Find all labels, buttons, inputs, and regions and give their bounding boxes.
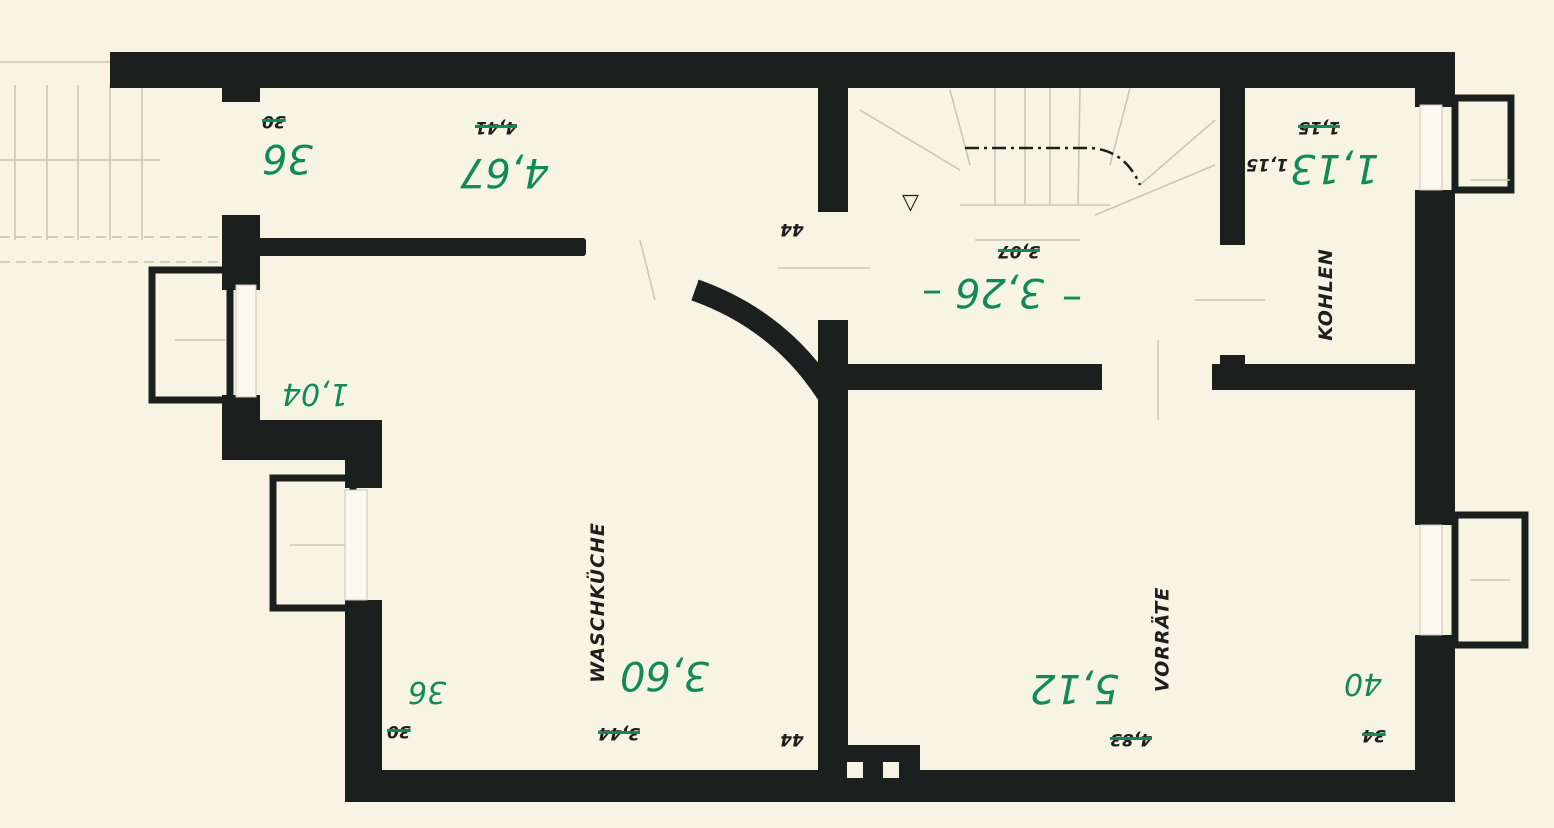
area-flur-new: 3,26 [955, 269, 1045, 315]
flur-dash-left: – [922, 267, 942, 313]
measure-top-mid-new: 4,67 [460, 149, 550, 195]
stair-arrow-icon: ▽ [902, 190, 919, 215]
measure-top-left-new: 36 [262, 135, 313, 181]
guide-lines [175, 179, 1510, 581]
room-label-kohlen: KOHLEN [1314, 248, 1337, 341]
flur-dash-right: – [1062, 273, 1082, 319]
area-kohlen-old: 1,15 [1298, 117, 1340, 137]
area-kohlen-new: 1,13 [1290, 145, 1380, 191]
measure-door-upper: 44 [780, 219, 804, 239]
walls [110, 52, 1455, 802]
area-flur-old: 3,07 [998, 241, 1040, 261]
measure-top-left-old: 30 [262, 111, 286, 131]
exterior-steps [0, 61, 230, 263]
measure-door-lower: 44 [780, 729, 804, 749]
measure-bottom-left-old: 30 [387, 721, 411, 741]
stair [859, 87, 1216, 241]
area-waschkueche-old: 3,44 [598, 723, 640, 743]
area-vorraete-old: 4,83 [1110, 729, 1152, 749]
kohlen-note: 1,15 [1246, 154, 1288, 174]
measure-top-mid-old: 4,41 [475, 117, 517, 137]
area-waschkueche-new: 3,60 [620, 652, 710, 698]
area-vorraete-new: 5,12 [1030, 665, 1120, 711]
curved-partition [691, 279, 838, 401]
measure-bottom-right-old: 34 [1362, 725, 1386, 745]
measure-window-left: 1,04 [282, 376, 349, 411]
measure-bottom-right-new: 40 [1344, 666, 1383, 701]
room-label-waschkueche: WASCHKÜCHE [586, 522, 609, 683]
room-label-vorraete: VORRÄTE [1151, 586, 1174, 693]
chimney-flues [847, 762, 899, 778]
measure-bottom-left-new: 36 [408, 674, 447, 709]
